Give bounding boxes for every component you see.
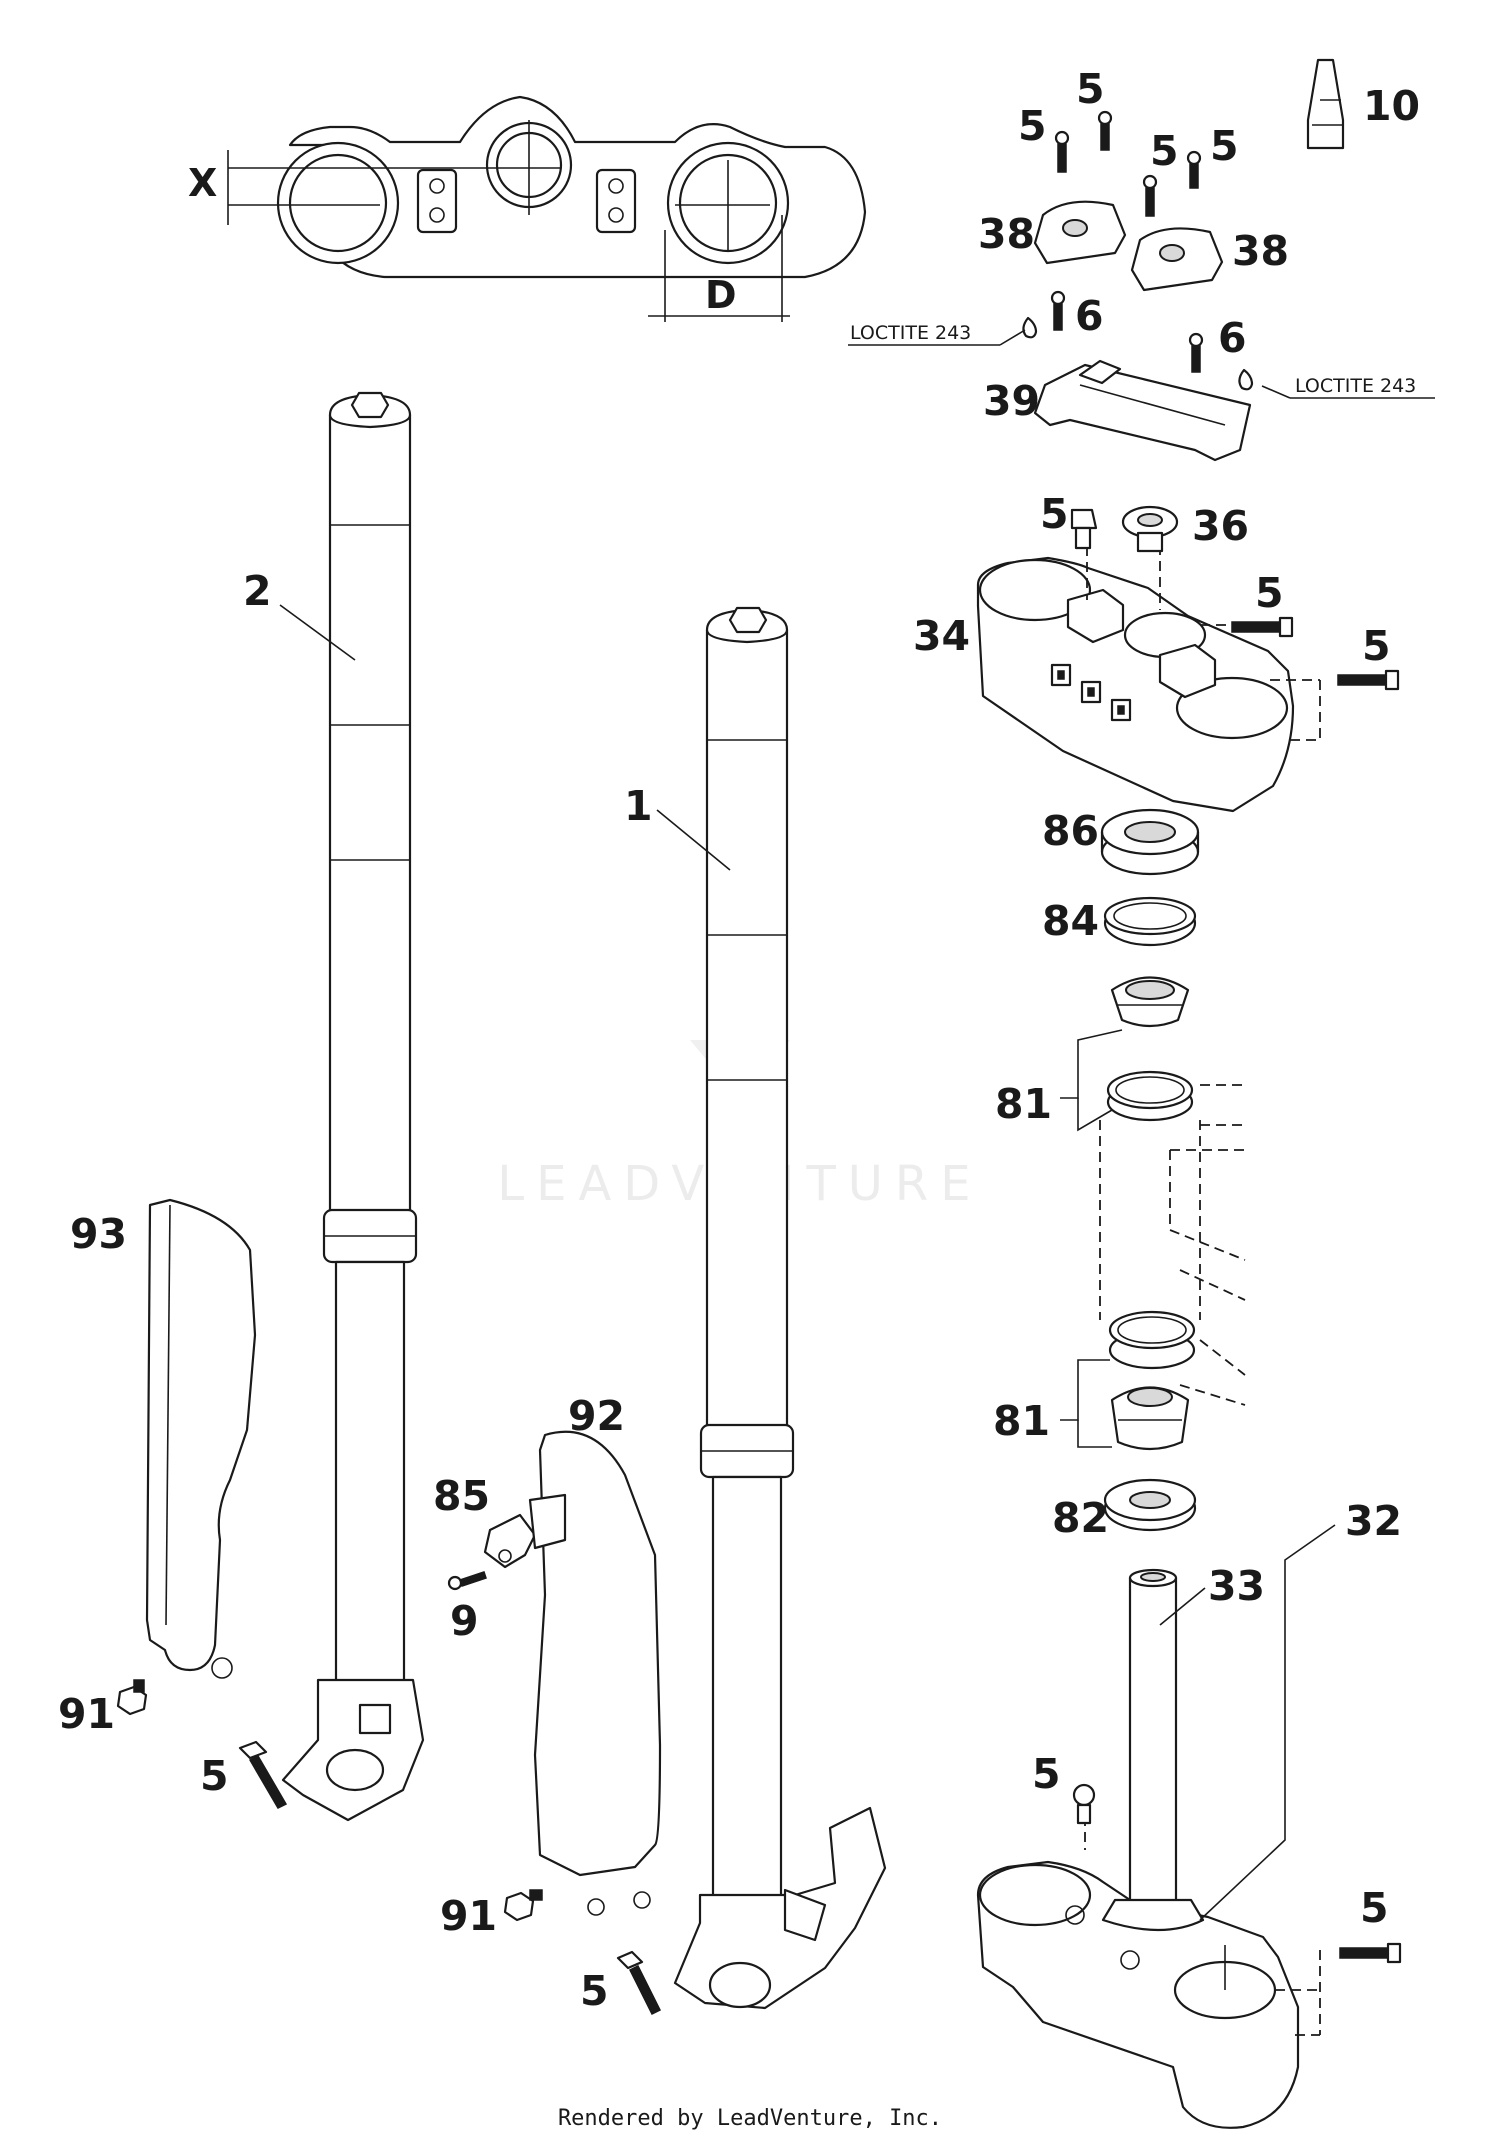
callout-5-fork1: 5 [580,1967,609,2015]
callout-5-lower-top: 5 [1032,1750,1061,1798]
steering-nut-36 [1121,505,1179,553]
callout-39: 39 [983,377,1040,425]
loctite-note-right: LOCTITE 243 [1295,375,1416,397]
callout-6-right: 6 [1218,314,1247,362]
footer-credit: Rendered by LeadVenture, Inc. [558,2106,942,2131]
bolts-6 [1022,290,1254,391]
callout-32: 32 [1345,1497,1402,1545]
bearing-race-81-upper [1106,1070,1194,1122]
fork-leg-2 [281,391,425,1822]
handlebar-clamp-38-right [1130,227,1224,292]
fork-guard-93 [145,1198,257,1679]
callout-5-clamp-top: 5 [1040,490,1069,538]
callout-34: 34 [913,612,970,660]
bearing-race-81-lower [1108,1310,1196,1370]
dimension-d-label: D [705,273,737,317]
callout-5-top-b: 5 [1018,102,1047,150]
bolt-5-clamp-side2 [1337,669,1400,691]
seal-82 [1103,1478,1197,1532]
dimension-x-label: X [188,161,217,205]
handlebar-clamp-base-39 [1033,359,1252,462]
frame-head-tube-outline [1099,1084,1246,1406]
callout-86: 86 [1042,807,1099,855]
bolt-5-lower-top [1072,1783,1096,1825]
bolts-5-top [1054,110,1202,217]
callout-6-left: 6 [1075,292,1104,340]
callout-92: 92 [568,1392,625,1440]
callout-36: 36 [1192,502,1249,550]
bolt-91-center [503,1889,543,1922]
fork-guard-92 [533,1430,662,1916]
callout-5-top-a: 5 [1076,65,1105,113]
loctite-note-left: LOCTITE 243 [850,322,971,344]
callout-5-lower-side: 5 [1360,1884,1389,1932]
callout-10: 10 [1363,82,1420,130]
callout-5-clamp-side2: 5 [1362,622,1391,670]
bolt-5-fork2 [238,1740,288,1809]
bolt-91-left [116,1679,148,1716]
loctite-tube-10 [1306,58,1345,150]
callout-38-right: 38 [1232,227,1289,275]
callout-9: 9 [450,1597,479,1645]
callout-1: 1 [624,782,653,830]
ring-84 [1103,896,1197,947]
bolt-5-clamp-top [1070,508,1098,550]
callout-38-left: 38 [978,210,1035,258]
bearing-81-upper [1110,976,1190,1028]
callout-33: 33 [1208,1562,1265,1610]
callout-81-upper: 81 [995,1080,1052,1128]
triple-clamp-dimension-view: X D [188,95,867,322]
callout-5-top-d: 5 [1210,122,1239,170]
bolt-5-lower-side [1339,1942,1402,1964]
screw-9 [447,1571,487,1591]
handlebar-clamp-38-left [1033,200,1127,265]
fork-leg-1 [673,606,887,2010]
bolt-5-clamp-side1 [1231,616,1294,638]
upper-triple-clamp-34 [976,530,1321,813]
callout-91-left: 91 [58,1690,115,1738]
bolt-5-fork1 [616,1950,662,2016]
callout-91-center: 91 [440,1892,497,1940]
callout-84: 84 [1042,897,1099,945]
lower-triple-clamp-32 [976,1800,1321,2129]
callout-2: 2 [243,567,272,615]
callout-81-lower: 81 [993,1397,1050,1445]
callout-82: 82 [1052,1494,1109,1542]
callout-85: 85 [433,1472,490,1520]
callout-93: 93 [70,1210,127,1258]
callout-5-clamp-side1: 5 [1255,569,1284,617]
callout-5-fork2: 5 [200,1752,229,1800]
seal-86 [1100,808,1200,876]
clip-85 [483,1493,567,1569]
steering-stem-33 [1101,1568,1205,1932]
callout-5-top-c: 5 [1150,127,1179,175]
bearing-81-lower [1110,1386,1190,1451]
